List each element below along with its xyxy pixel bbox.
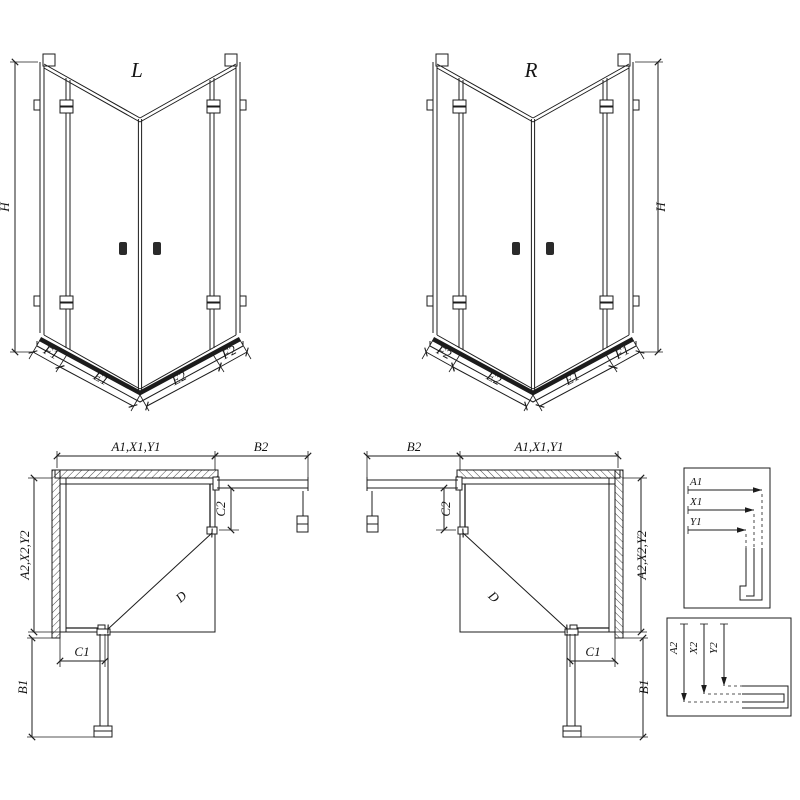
- dim-label-f2-right-view: F2: [433, 342, 454, 363]
- detail-box-bottom: A2 X2 Y2: [666, 617, 792, 717]
- dim-label-a2x2y2-right-plan: A2,X2,Y2: [634, 530, 649, 581]
- view-label-left: L: [130, 58, 143, 82]
- dim-label-c1-left-plan: C1: [74, 644, 89, 659]
- detail-label-x1: X1: [689, 496, 702, 508]
- dim-label-e1-left-view: E1: [90, 368, 111, 388]
- dim-label-b1-left-plan: B1: [15, 680, 30, 694]
- dim-label-height-left: H: [0, 202, 12, 213]
- dim-label-c1-right-plan: C1: [585, 644, 600, 659]
- plan-view-left: [27, 451, 308, 737]
- dim-label-height-right: H: [653, 202, 668, 213]
- dim-label-b2-right-plan: B2: [407, 439, 422, 454]
- dim-label-c2-right-plan: C2: [438, 501, 453, 517]
- detail-label-x2: X2: [688, 641, 700, 655]
- dim-label-a1x1y1-right-plan: A1,X1,Y1: [513, 439, 563, 454]
- dim-label-a1x1y1-left-plan: A1,X1,Y1: [110, 439, 160, 454]
- dim-label-e2-left-view: E2: [168, 368, 189, 389]
- detail-label-y1: Y1: [690, 516, 702, 528]
- dim-label-b1-right-plan: B1: [636, 680, 651, 694]
- dim-label-f1-right-view: F1: [611, 342, 632, 362]
- wall-profile-section-horizontal: [742, 685, 789, 709]
- dim-label-e1-right-view: E1: [561, 368, 582, 388]
- view-label-right: R: [524, 58, 538, 82]
- detail-box-top: A1 X1 Y1: [683, 467, 771, 609]
- detail-label-a2: A2: [668, 641, 680, 655]
- detail-label-a1: A1: [689, 476, 702, 488]
- dim-label-f2-left-view: F2: [218, 342, 239, 363]
- dim-label-a2x2y2-left-plan: A2,X2,Y2: [17, 530, 32, 581]
- dim-label-e2-right-view: E2: [483, 368, 504, 389]
- detail-label-y2: Y2: [708, 642, 720, 654]
- dim-label-f1-left-view: F1: [40, 342, 61, 362]
- dim-label-b2-left-plan: B2: [254, 439, 269, 454]
- wall-profile-section-vertical: [739, 548, 763, 601]
- dim-label-c2-left-plan: C2: [213, 501, 228, 517]
- plan-view-right: [367, 451, 648, 737]
